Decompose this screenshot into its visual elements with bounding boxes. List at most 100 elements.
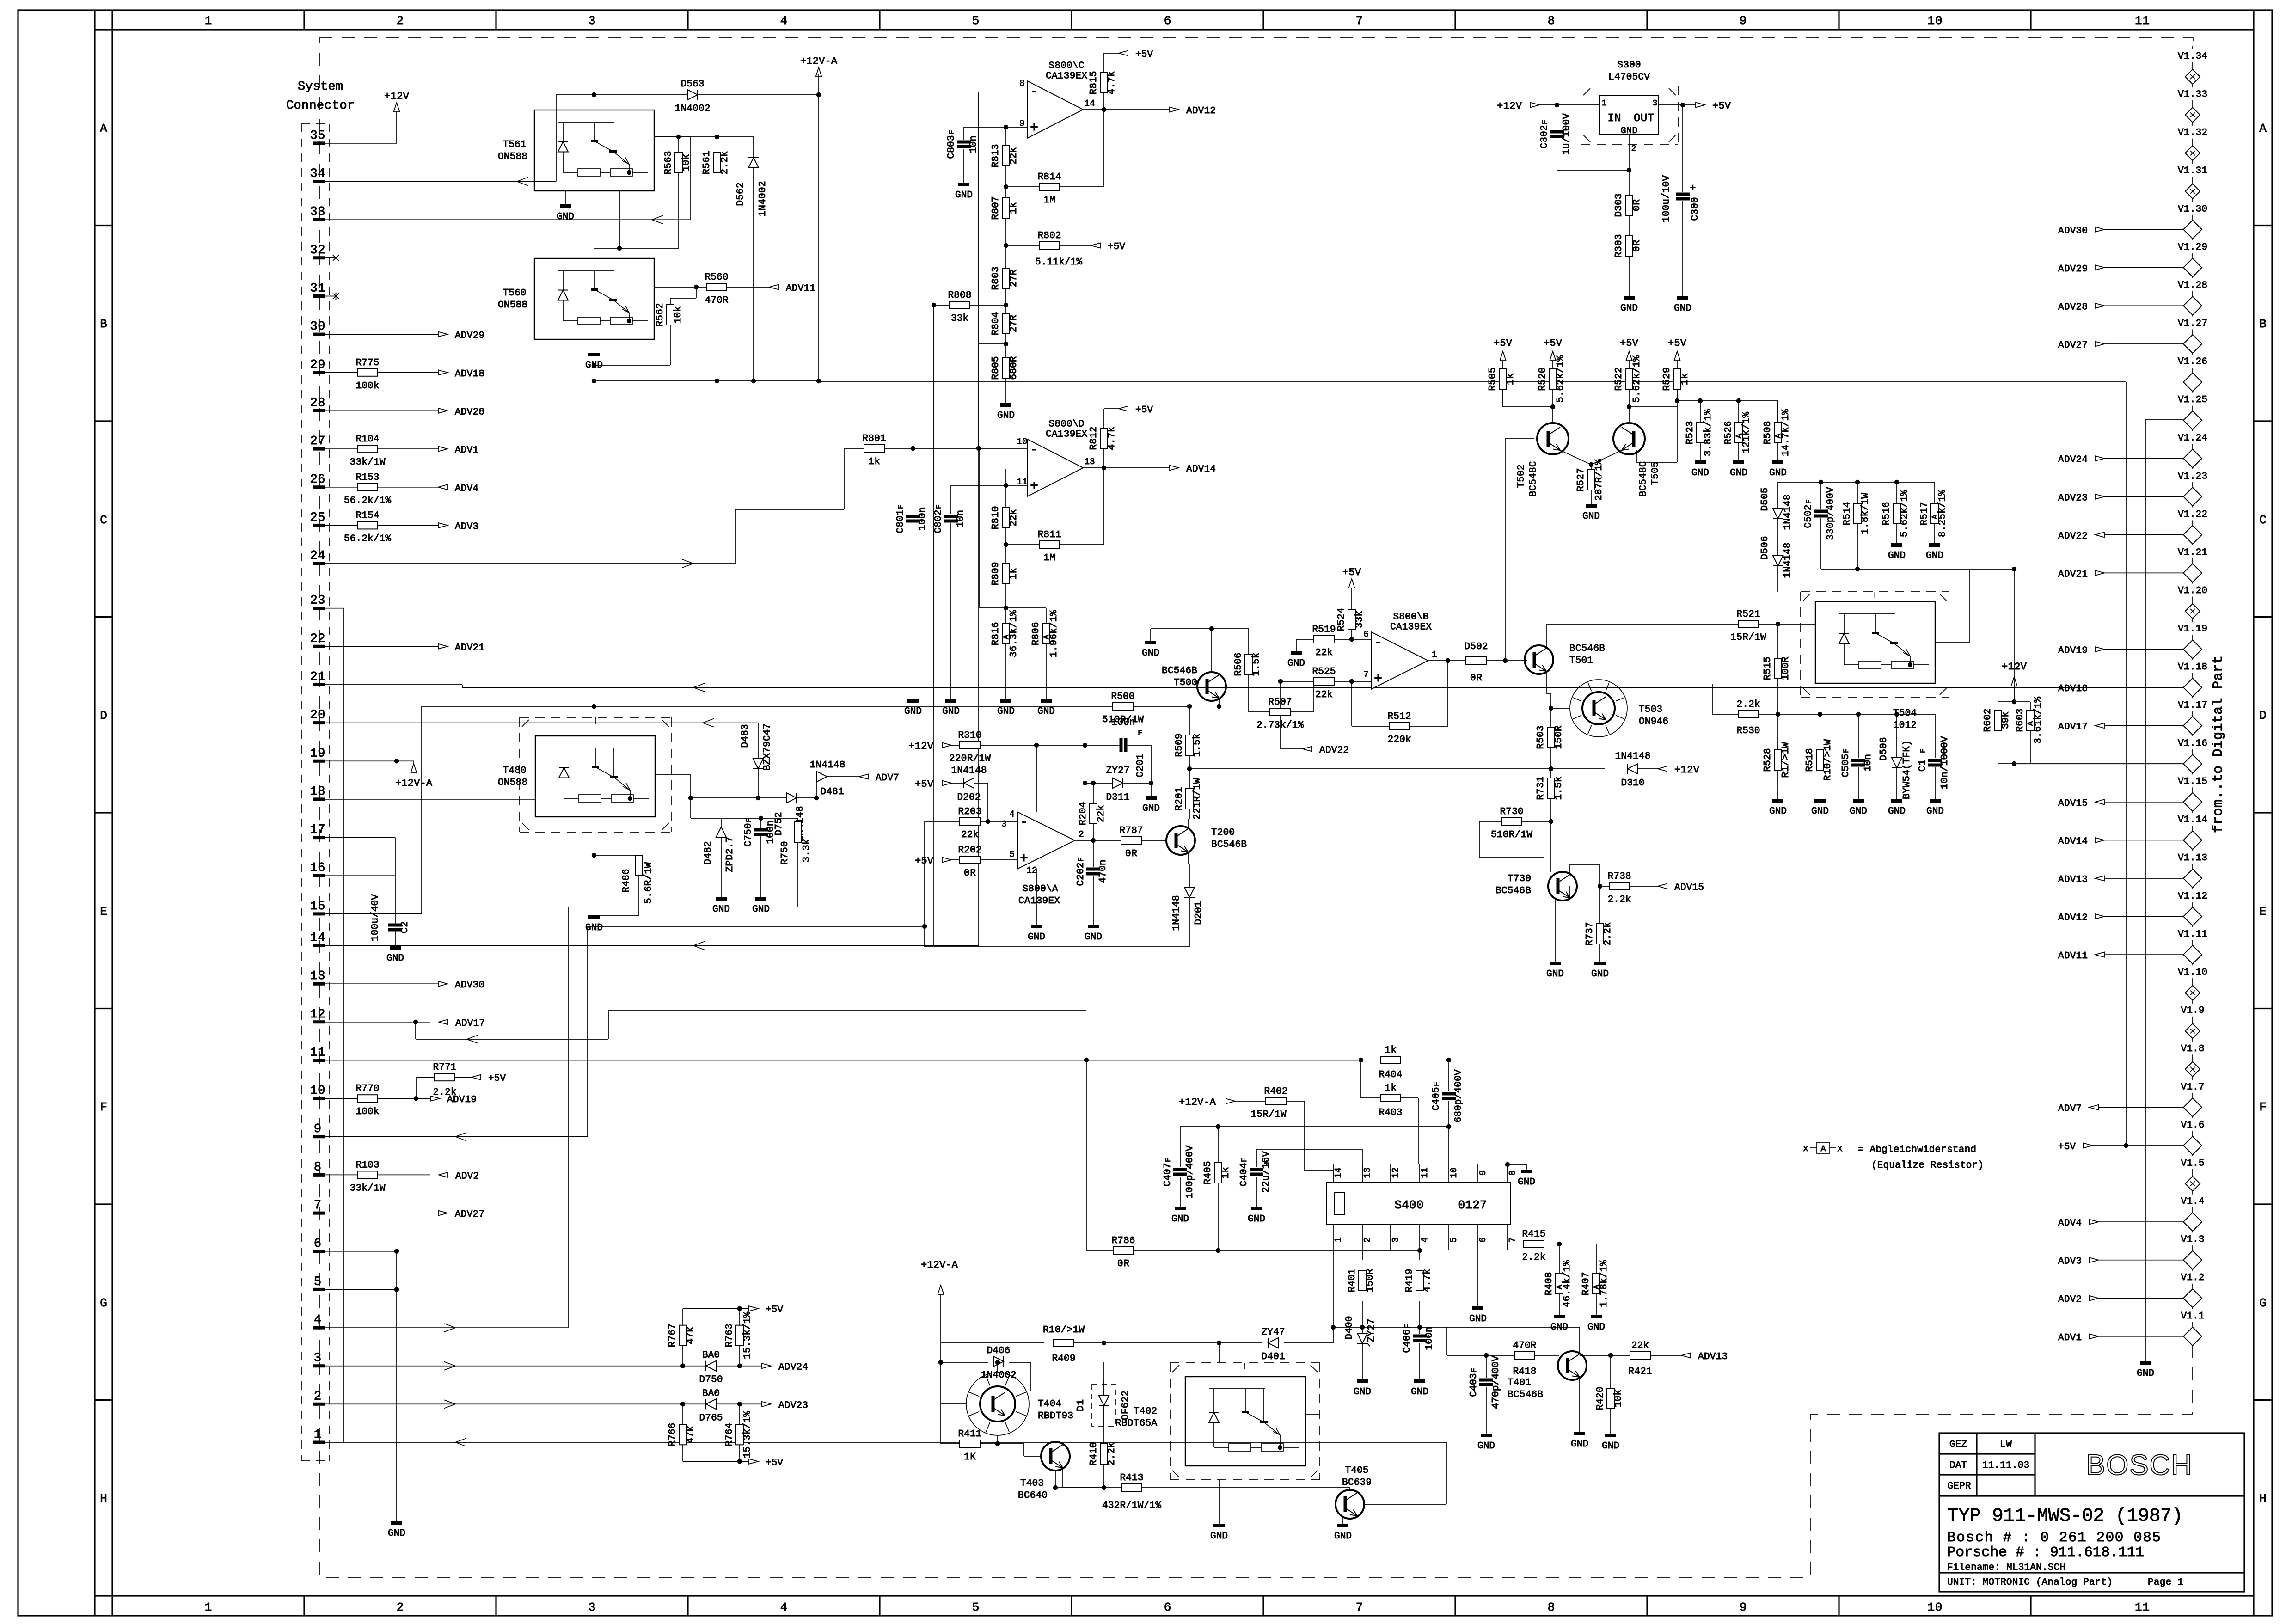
svg-text:ADV2: ADV2 [455, 1171, 479, 1182]
svg-text:4.7k: 4.7k [1107, 71, 1117, 95]
svg-text:C: C [100, 513, 107, 527]
svg-text:GND: GND [1546, 969, 1564, 980]
svg-text:D: D [100, 709, 107, 723]
svg-text:F: F [1805, 499, 1813, 504]
svg-text:11: 11 [310, 1046, 325, 1060]
svg-text:ADV24: ADV24 [778, 1362, 808, 1373]
svg-text:GND: GND [1469, 1314, 1487, 1324]
svg-text:GND: GND [904, 706, 922, 717]
svg-text:0R: 0R [1632, 199, 1642, 211]
svg-text:11: 11 [2135, 1600, 2150, 1614]
svg-text:A: A [100, 122, 107, 135]
svg-text:10: 10 [1928, 1600, 1943, 1614]
svg-text:GND: GND [1477, 1441, 1495, 1452]
svg-text:ADV22: ADV22 [1319, 745, 1349, 756]
svg-text:9: 9 [1740, 1600, 1747, 1614]
svg-text:C404: C404 [1239, 1163, 1250, 1187]
svg-text:22k: 22k [1096, 805, 1107, 822]
svg-text:GND: GND [1334, 1531, 1352, 1542]
svg-text:GND: GND [1620, 303, 1638, 314]
svg-text:100n: 100n [766, 821, 776, 844]
svg-text:1: 1 [205, 14, 212, 28]
svg-text:A: A [2027, 721, 2035, 726]
svg-text:11.11.03: 11.11.03 [1982, 1460, 2029, 1471]
svg-text:23: 23 [310, 594, 325, 608]
svg-text:D400: D400 [1344, 1316, 1355, 1340]
svg-text:F: F [1470, 1368, 1478, 1373]
svg-text:F: F [1077, 857, 1085, 862]
svg-text:OF622: OF622 [1121, 1391, 1131, 1420]
svg-text:V1.1: V1.1 [2181, 1311, 2205, 1322]
svg-text:V1.28: V1.28 [2178, 280, 2207, 291]
svg-text:5: 5 [1009, 850, 1014, 860]
svg-text:28: 28 [310, 396, 325, 410]
svg-text:3: 3 [1001, 819, 1006, 829]
svg-text:R810: R810 [991, 506, 1001, 530]
svg-text:2: 2 [314, 1390, 321, 1403]
svg-text:C302: C302 [1539, 125, 1550, 149]
svg-text:GND: GND [712, 904, 730, 915]
svg-text:R405: R405 [1203, 1161, 1213, 1185]
svg-text:5.6R/1W: 5.6R/1W [643, 862, 654, 904]
svg-text:8: 8 [1548, 1600, 1555, 1614]
svg-text:V1.3: V1.3 [2181, 1235, 2205, 1245]
svg-text:GND: GND [557, 212, 574, 222]
svg-text:H: H [100, 1492, 107, 1506]
svg-text:Bosch # : 0 261 200 085: Bosch # : 0 261 200 085 [1947, 1530, 2161, 1546]
svg-text:BOSCH: BOSCH [2086, 1449, 2193, 1481]
svg-text:1u/100V: 1u/100V [1562, 113, 1572, 155]
svg-text:R526: R526 [1723, 421, 1734, 445]
svg-text:S300: S300 [1618, 60, 1641, 71]
svg-text:R421: R421 [1629, 1367, 1652, 1377]
svg-text:R525: R525 [1312, 667, 1336, 677]
svg-text:S800\B: S800\B [1393, 612, 1429, 623]
svg-text:12: 12 [1027, 865, 1037, 876]
svg-text:R104: R104 [356, 434, 380, 445]
svg-text:6: 6 [314, 1237, 321, 1251]
svg-text:T561: T561 [503, 140, 527, 150]
svg-text:R505: R505 [1488, 368, 1498, 391]
svg-text:7: 7 [1363, 670, 1368, 680]
svg-text:V1.14: V1.14 [2178, 815, 2207, 825]
svg-text:GND: GND [1354, 1387, 1371, 1397]
svg-text:15R/1W: 15R/1W [1731, 632, 1766, 643]
svg-text:V1.5: V1.5 [2181, 1158, 2205, 1169]
svg-text:Page 1: Page 1 [2148, 1577, 2183, 1588]
svg-text:9: 9 [314, 1122, 321, 1136]
svg-text:ADV3: ADV3 [455, 521, 478, 532]
svg-text:33k: 33k [951, 313, 968, 324]
svg-text:S400: S400 [1395, 1198, 1424, 1212]
svg-text:1k: 1k [1506, 373, 1516, 385]
svg-text:18: 18 [310, 785, 325, 799]
svg-text:10k: 10k [673, 306, 684, 324]
svg-text:1: 1 [1432, 650, 1437, 660]
svg-text:G: G [100, 1296, 107, 1310]
svg-text:1.5k: 1.5k [1554, 777, 1564, 800]
svg-text:+12V-A: +12V-A [921, 1259, 958, 1271]
svg-text:5.11k/1%: 5.11k/1% [1035, 257, 1082, 268]
svg-text:14.7k/1%: 14.7k/1% [1781, 409, 1791, 456]
svg-text:3.3k: 3.3k [802, 839, 812, 863]
svg-text:R771: R771 [433, 1062, 457, 1073]
svg-text:13: 13 [1362, 1168, 1373, 1178]
svg-text:D502: D502 [1465, 642, 1488, 652]
svg-text:ADV18: ADV18 [455, 369, 484, 380]
svg-text:13: 13 [310, 969, 325, 983]
svg-text:22k: 22k [1009, 509, 1019, 527]
svg-text:1k: 1k [1385, 1083, 1397, 1094]
svg-text:BZX79C47: BZX79C47 [762, 723, 773, 771]
svg-text:ADV7: ADV7 [2058, 1103, 2082, 1114]
svg-text:C300: C300 [1690, 197, 1701, 221]
svg-text:R522: R522 [1614, 368, 1624, 391]
svg-text:R806: R806 [1031, 622, 1042, 646]
svg-text:CA139EX: CA139EX [1046, 71, 1087, 82]
svg-text:V1.9: V1.9 [2181, 1005, 2205, 1016]
svg-text:ON946: ON946 [1639, 717, 1668, 727]
svg-text:B: B [2259, 317, 2267, 331]
svg-text:47k: 47k [686, 1426, 696, 1443]
svg-text:A: A [1593, 1284, 1601, 1289]
svg-text:10k: 10k [681, 154, 692, 172]
svg-text:25: 25 [310, 511, 325, 525]
svg-text:ADV27: ADV27 [455, 1209, 484, 1220]
svg-text:R814: R814 [1038, 172, 1061, 183]
